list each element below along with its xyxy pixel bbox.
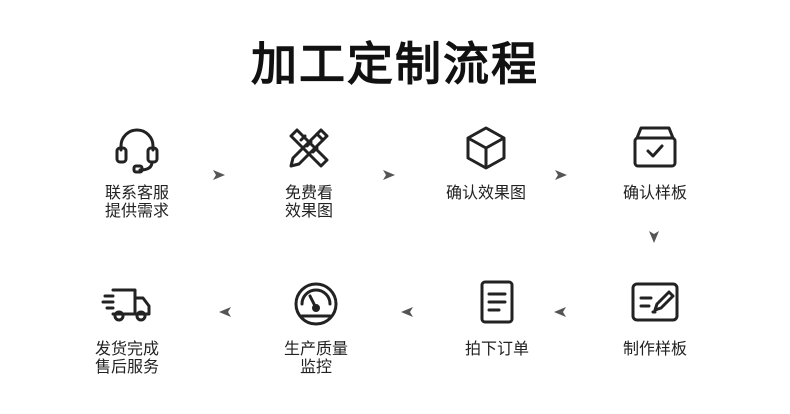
step-label: 拍下订单 <box>464 339 529 358</box>
headset-icon <box>115 128 159 174</box>
arrow-right-icon <box>212 168 226 182</box>
edit-board-icon <box>631 282 679 322</box>
arrow-left-icon <box>218 305 232 319</box>
step-label: 发货完成 售后服务 <box>94 339 159 376</box>
arrow-left-icon <box>400 305 414 319</box>
step-confirm-sample: 确认样板 <box>590 120 720 202</box>
step-label: 制作样板 <box>622 339 687 358</box>
step-confirm-render: 确认效果图 <box>421 120 551 202</box>
step-contact-service: 联系客服 提供需求 <box>72 120 202 220</box>
arrow-left-icon <box>553 305 567 319</box>
step-label: 生产质量 监控 <box>283 339 348 376</box>
box-check-icon <box>633 126 677 168</box>
step-label: 联系客服 提供需求 <box>104 183 169 220</box>
cube-icon <box>466 126 506 170</box>
page-title: 加工定制流程 <box>251 37 539 91</box>
gauge-icon <box>294 282 338 326</box>
arrow-down-icon <box>647 230 661 244</box>
arrow-right-icon <box>554 168 568 182</box>
pencil-ruler-icon <box>289 128 329 168</box>
arrow-right-icon <box>382 168 396 182</box>
delivery-truck-icon <box>101 288 151 322</box>
step-label: 确认效果图 <box>445 183 526 202</box>
document-icon <box>480 280 514 324</box>
step-label: 确认样板 <box>622 183 687 202</box>
step-label: 免费看 效果图 <box>284 183 333 220</box>
step-delivery-service: 发货完成 售后服务 <box>62 276 192 376</box>
step-make-sample: 制作样板 <box>590 276 720 358</box>
step-place-order: 拍下订单 <box>432 276 562 358</box>
step-quality-monitor: 生产质量 监控 <box>251 276 381 376</box>
step-free-preview: 免费看 效果图 <box>244 120 374 220</box>
